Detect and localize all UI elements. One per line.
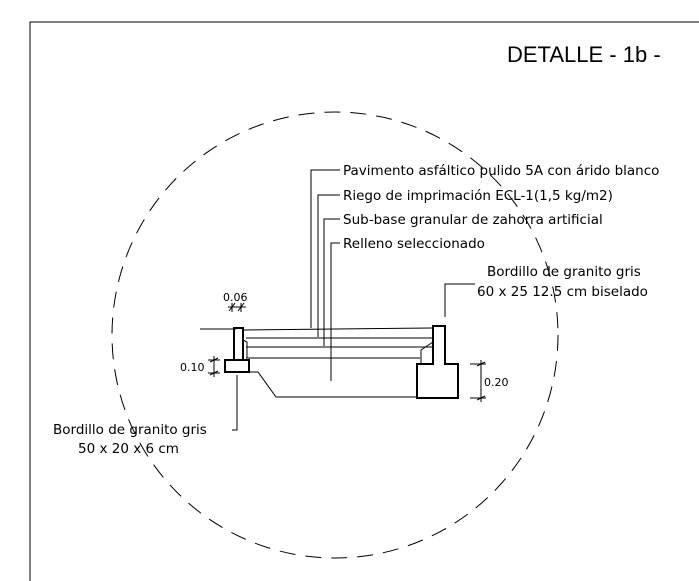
small-curb bbox=[224, 327, 250, 373]
road-section bbox=[200, 327, 433, 398]
label-relleno: Relleno seleccionado bbox=[343, 236, 485, 252]
label-bordillo-pequeno-line1: Bordillo de granito gris bbox=[53, 422, 207, 438]
label-subbase: Sub-base granular de zahorra artificial bbox=[343, 212, 603, 228]
label-bordillo-grande-line1: Bordillo de granito gris bbox=[487, 264, 641, 280]
label-pavimento: Pavimento asfáltico pulido 5A con árido … bbox=[343, 163, 659, 179]
dimension-height-large-label: 0.20 bbox=[484, 376, 509, 389]
label-bordillo-grande-line2: 60 x 25 12.5 cm biselado bbox=[477, 284, 648, 300]
leader-lines bbox=[232, 169, 475, 431]
dimension-height-small-label: 0.10 bbox=[180, 361, 205, 374]
label-bordillo-pequeno-line2: 50 x 20 x 6 cm bbox=[78, 441, 179, 457]
dimension-height-large bbox=[470, 360, 486, 402]
dimension-width-small bbox=[228, 302, 246, 312]
dimension-width-small-label: 0.06 bbox=[223, 291, 248, 304]
drawing-frame bbox=[29, 21, 699, 581]
large-curb bbox=[416, 325, 459, 399]
detail-title: DETALLE - 1b - bbox=[507, 42, 661, 67]
label-riego: Riego de imprimación ECL-1(1,5 kg/m2) bbox=[343, 188, 613, 204]
dimension-height-small bbox=[208, 356, 220, 377]
detail-circle bbox=[111, 111, 559, 559]
